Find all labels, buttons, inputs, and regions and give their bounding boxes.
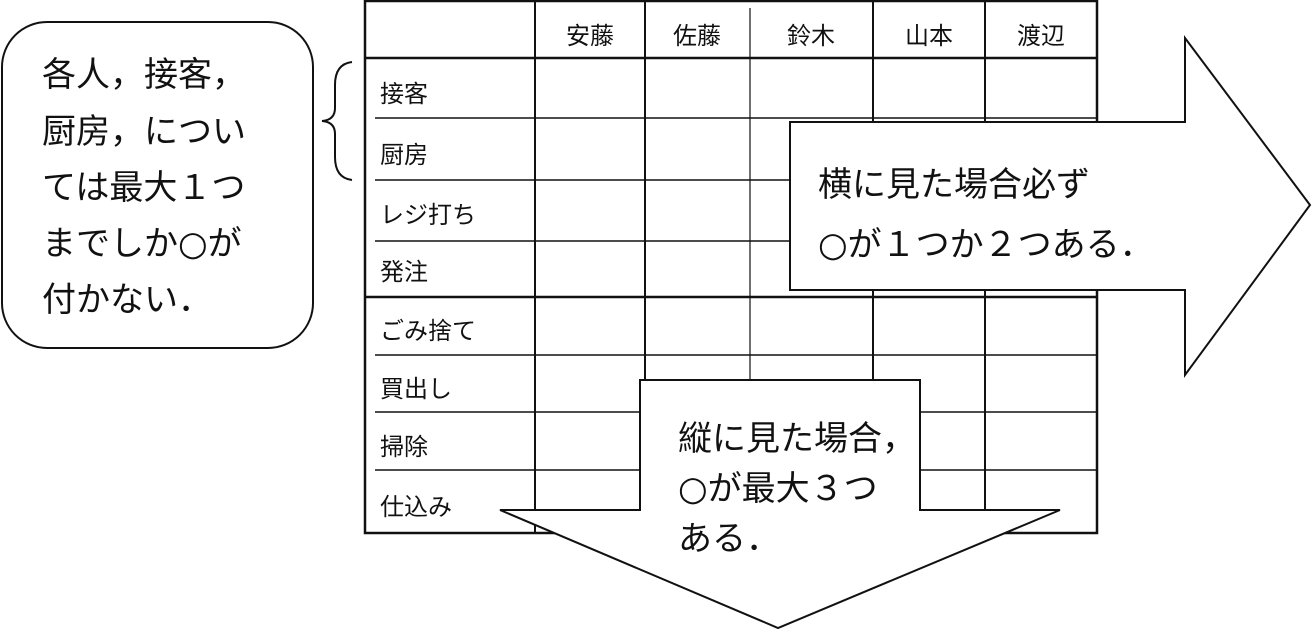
row-header: 掃除	[380, 433, 428, 461]
down-note-line: ある．	[678, 519, 780, 559]
left-note-line: ては最大１つ	[42, 168, 245, 208]
column-header: 山本	[905, 22, 953, 50]
down-arrow-shape	[499, 379, 1061, 630]
row-header: 接客	[380, 80, 428, 108]
row-header: ごみ捨て	[380, 317, 476, 345]
row-header: レジ打ち	[380, 201, 476, 229]
left-callout-text: 各人，接客， 厨房，につい ては最大１つ までしか○が 付かない．	[42, 55, 246, 320]
column-header: 鈴木	[787, 22, 835, 50]
right-arrow-text: 横に見た場合必ず ○が１つか２つある．	[818, 165, 1154, 265]
row-header: 仕込み	[380, 493, 452, 521]
left-note-line: 各人，接客，	[42, 55, 246, 95]
row-header: 厨房	[380, 141, 428, 169]
left-note-line: 付かない．	[42, 280, 212, 320]
down-arrow-text: 縦に見た場合， ○が最大３つ ある．	[678, 419, 916, 559]
right-note-line: 横に見た場合必ず	[818, 165, 1090, 205]
left-note-line: 厨房，につい	[42, 112, 246, 152]
column-header: 佐藤	[673, 22, 721, 50]
column-header: 渡辺	[1017, 22, 1065, 50]
column-headers: 安藤 佐藤 鈴木 山本 渡辺	[566, 22, 1065, 50]
column-header: 安藤	[566, 22, 614, 50]
row-header: 買出し	[380, 375, 452, 403]
brace-icon	[321, 61, 353, 181]
down-note-line: 縦に見た場合，	[678, 419, 916, 459]
right-note-line: ○が１つか２つある．	[818, 225, 1154, 265]
row-headers: 接客 厨房 レジ打ち 発注 ごみ捨て 買出し 掃除 仕込み	[380, 80, 476, 521]
left-note-line: までしか○が	[42, 224, 242, 264]
down-note-line: ○が最大３つ	[678, 469, 878, 509]
row-header: 発注	[380, 258, 428, 286]
right-arrow-shape	[789, 34, 1312, 379]
left-callout-box	[1, 21, 314, 349]
